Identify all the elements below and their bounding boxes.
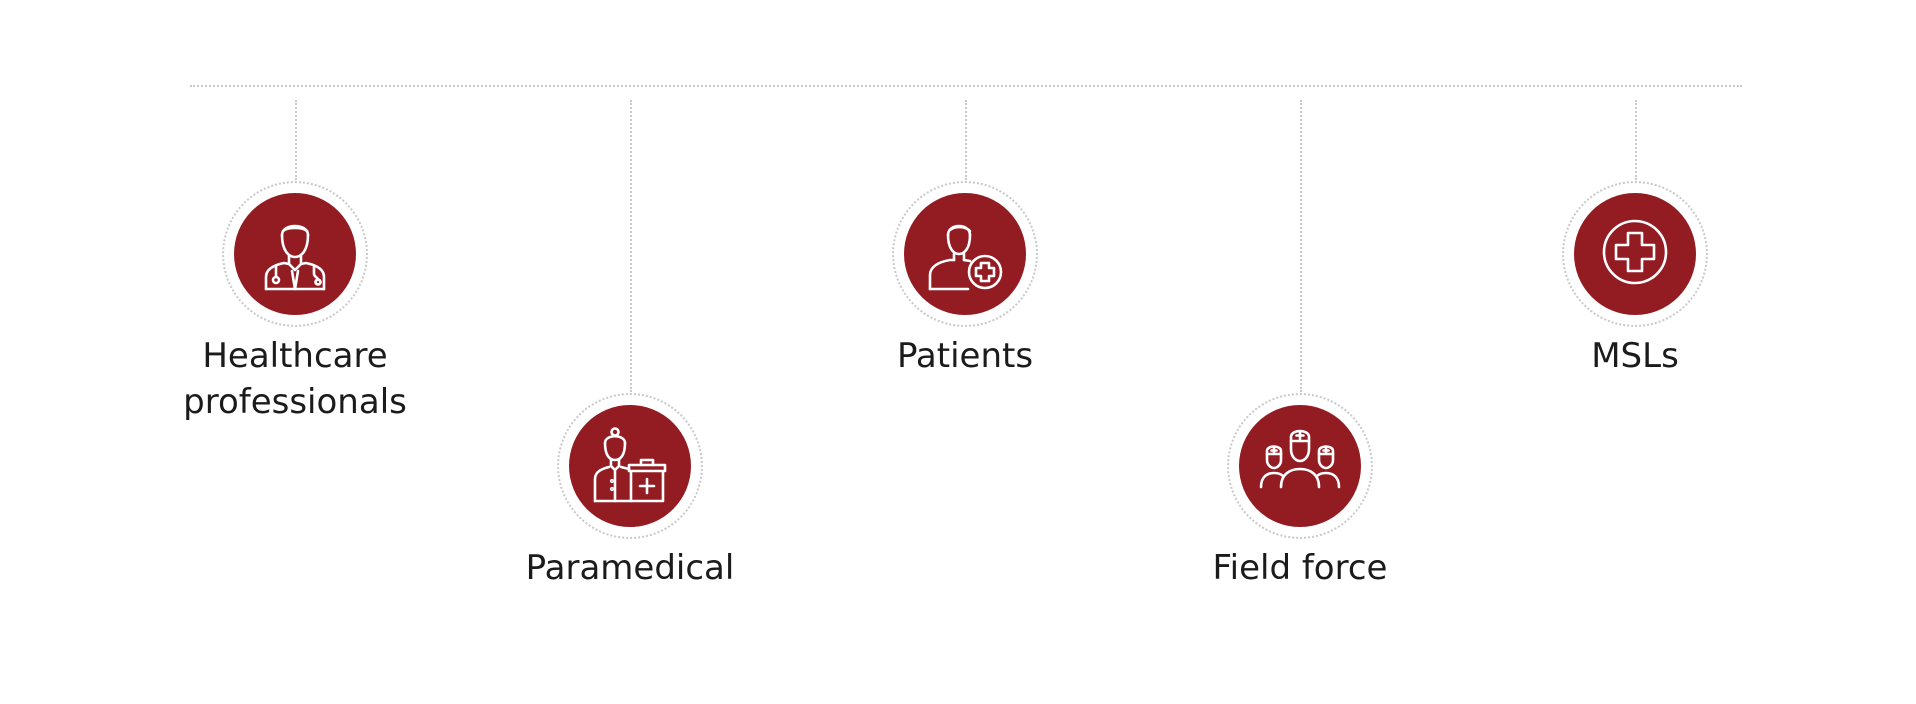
top-connector-line [190, 85, 1742, 87]
doctor-icon [254, 211, 336, 297]
label-line: Paramedical [525, 548, 735, 588]
medical-cross-icon [1594, 211, 1676, 297]
node-paramedical [557, 393, 703, 539]
node-label-healthcare-professionals: Healthcare professionals [135, 333, 455, 425]
patient-with-medical-cross-icon [924, 211, 1006, 297]
connector-paramedical [630, 100, 632, 392]
node-msls [1562, 181, 1708, 327]
label-line: professionals [183, 382, 407, 422]
label-line: Field force [1212, 548, 1388, 588]
paramedic-with-first-aid-kit-icon [589, 423, 671, 509]
node-circle [1239, 405, 1361, 527]
node-healthcare-professionals [222, 181, 368, 327]
connector-field-force [1300, 100, 1302, 392]
node-label-msls: MSLs [1475, 333, 1795, 379]
connector-healthcare-professionals [295, 100, 297, 180]
connector-msls [1635, 100, 1637, 180]
node-field-force [1227, 393, 1373, 539]
node-circle [904, 193, 1026, 315]
label-line: MSLs [1591, 336, 1679, 376]
node-circle [1574, 193, 1696, 315]
connector-patients [965, 100, 967, 180]
node-label-paramedical: Paramedical [470, 545, 790, 591]
node-circle [569, 405, 691, 527]
label-line: Patients [896, 336, 1034, 376]
node-patients [892, 181, 1038, 327]
node-circle [234, 193, 356, 315]
label-line: Healthcare [202, 336, 388, 376]
medical-team-icon [1259, 423, 1341, 509]
node-label-patients: Patients [805, 333, 1125, 379]
node-label-field-force: Field force [1140, 545, 1460, 591]
